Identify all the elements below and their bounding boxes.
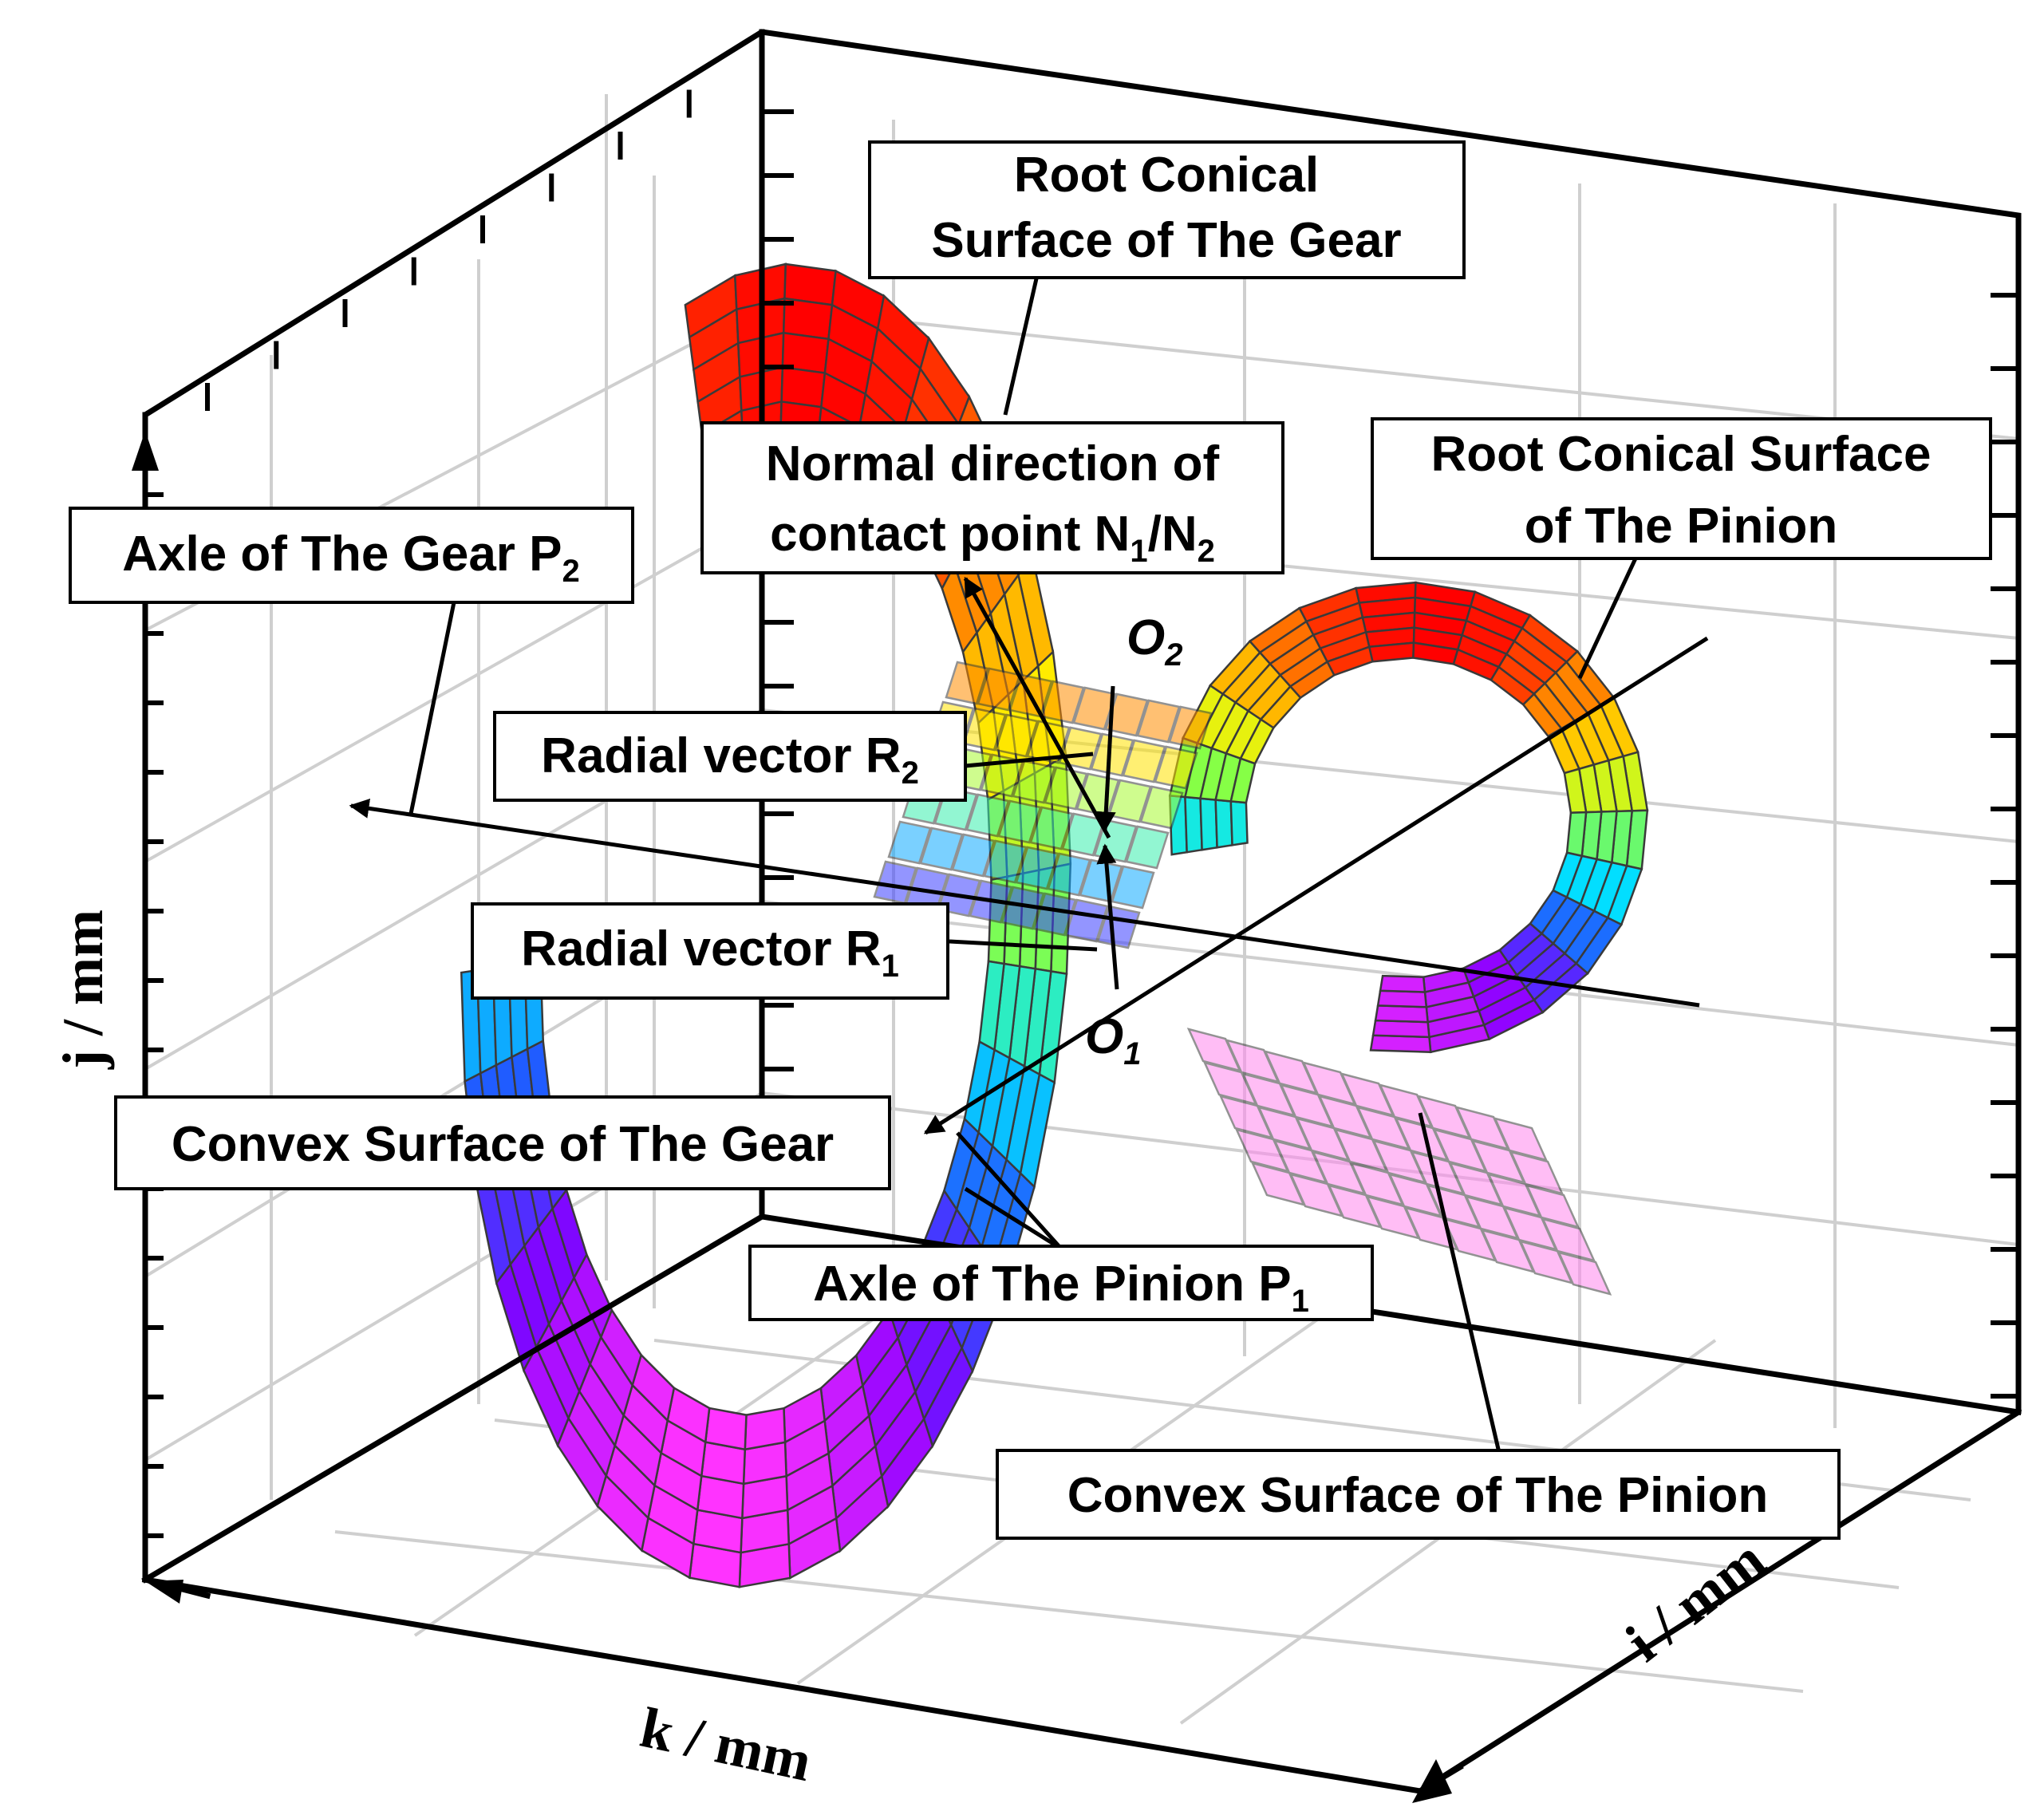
surface-cell <box>1125 825 1170 870</box>
surface-cell <box>1541 1217 1596 1262</box>
label-axle-pinion-text: Axle of The Pinion P1 <box>813 1257 1309 1319</box>
pinion-convex-surface <box>1186 1028 1612 1296</box>
label-axle-pinion: Axle of The Pinion P1 <box>748 1245 1374 1321</box>
label-radial-vector-r2: Radial vector R2 <box>493 711 967 802</box>
label-root-pinion-line1: Root Conical Surface <box>1431 427 1932 482</box>
surface-cell <box>1184 795 1203 854</box>
surface-cell <box>1229 799 1249 846</box>
surface-cell <box>1107 779 1152 823</box>
surface-cell <box>1376 989 1428 1008</box>
surface-cell <box>1214 799 1233 849</box>
label-leaders <box>408 274 1638 1457</box>
surface-cell <box>1012 760 1056 804</box>
surface-cell <box>1139 785 1184 830</box>
surface-cell <box>1111 865 1155 910</box>
surface-cell <box>1168 705 1213 750</box>
axis-title-j: j / mm <box>51 910 115 1070</box>
surface-cell <box>1064 898 1109 943</box>
surface-cell <box>1047 852 1091 897</box>
label-radial-r1-text: Radial vector R1 <box>521 921 899 984</box>
surface-cell <box>1000 886 1045 930</box>
label-root-gear-line2: Surface of The Gear <box>931 213 1401 268</box>
surface-cell <box>1040 680 1085 724</box>
surface-cell <box>1369 1034 1432 1053</box>
surface-cell <box>1061 812 1106 857</box>
surface-cell <box>1525 1184 1580 1229</box>
surface-cell <box>780 365 827 408</box>
surface-cell <box>1493 1117 1549 1162</box>
surface-cell <box>945 661 989 705</box>
surface-cell <box>983 839 1028 884</box>
label-root-gear-line1: Root Conical <box>1014 148 1319 203</box>
surface-cell <box>1367 641 1415 663</box>
surface-cell <box>997 799 1042 844</box>
surface-cell <box>1374 1004 1429 1024</box>
surface-cell <box>1199 797 1218 851</box>
surface-cell <box>887 820 932 865</box>
surface-cell <box>919 827 964 871</box>
point-o2-label: O2 <box>1127 610 1182 673</box>
label-convex-surface-pinion: Convex Surface of The Pinion <box>996 1449 1841 1540</box>
label-root-conical-gear: Root Conical Surface of The Gear <box>868 140 1466 279</box>
surface-cell <box>1371 1019 1430 1039</box>
surface-cell <box>1032 892 1077 937</box>
surface-cell <box>1379 974 1426 993</box>
label-root-pinion-line2: of The Pinion <box>1525 499 1838 554</box>
surface-cell <box>951 833 996 878</box>
axle-lines <box>349 576 1709 1135</box>
surface-cell <box>1072 686 1117 731</box>
surface-cell <box>744 1407 787 1451</box>
surface-cell <box>977 667 1021 712</box>
surface-cell <box>1509 1150 1565 1195</box>
surface-cell <box>1557 1251 1612 1296</box>
label-radial-vector-r1: Radial vector R1 <box>471 902 949 1000</box>
label-root-conical-pinion: Root Conical Surface of The Pinion <box>1371 417 1992 560</box>
label-normal-line2: contact point N1/N2 <box>770 507 1215 569</box>
axis-title-i: i / mm <box>1614 1527 1777 1674</box>
surface-cell <box>1090 732 1134 777</box>
surface-cell <box>1136 699 1181 744</box>
surface-cell <box>994 713 1039 758</box>
surface-cell <box>1565 811 1588 858</box>
label-convex-gear-text: Convex Surface of The Gear <box>172 1117 834 1172</box>
label-radial-r2-text: Radial vector R2 <box>541 728 919 791</box>
label-axle-gear-text: Axle of The Gear P2 <box>122 527 580 589</box>
surface-cell <box>1154 745 1198 790</box>
label-normal-direction: Normal direction of contact point N1/N2 <box>700 421 1284 574</box>
surface-cell <box>1015 846 1059 890</box>
axis-title-k: k / mm <box>635 1695 817 1793</box>
surface-cell <box>704 1407 748 1451</box>
label-axle-gear: Axle of The Gear P2 <box>69 507 634 604</box>
pinion-root-conical-surface <box>1168 581 1649 1054</box>
gear-convex-surface <box>873 661 1213 949</box>
label-convex-pinion-text: Convex Surface of The Pinion <box>1067 1468 1768 1523</box>
surface-cell <box>965 793 1010 838</box>
surface-cell <box>1122 739 1166 783</box>
label-convex-surface-gear: Convex Surface of The Gear <box>114 1095 891 1190</box>
point-o1-label: O1 <box>1085 1009 1141 1071</box>
surface-cell <box>1026 720 1071 764</box>
surface-cell <box>1029 806 1074 850</box>
surface-cell <box>962 707 1007 752</box>
label-normal-line1: Normal direction of <box>766 436 1220 491</box>
axis-arrows <box>132 412 1464 1803</box>
